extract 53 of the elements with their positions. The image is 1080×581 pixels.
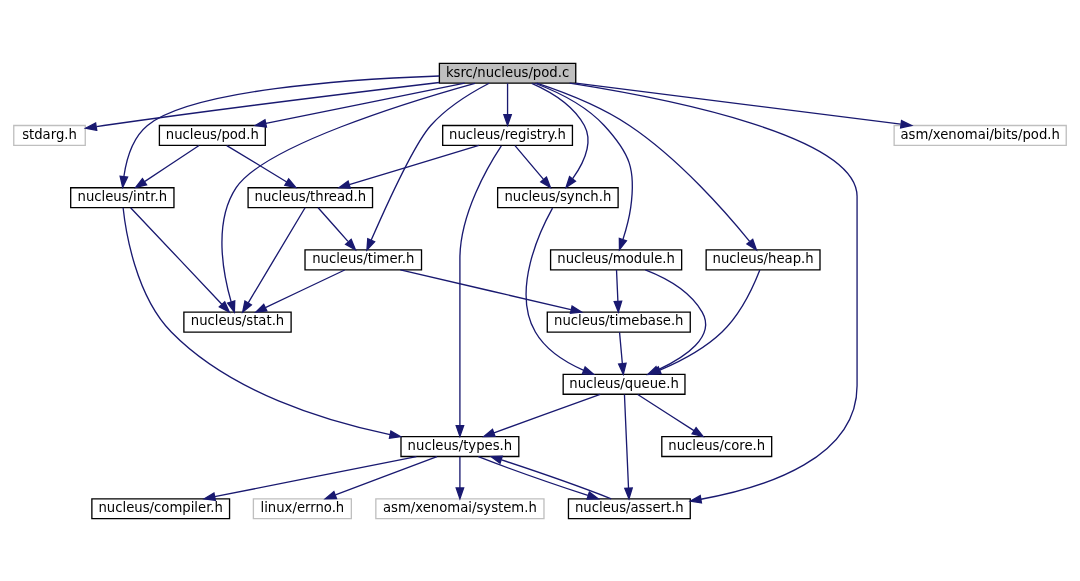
arrow: [534, 82, 634, 252]
node-box: asm/xenomai/system.h: [375, 497, 545, 519]
arrow: [613, 268, 623, 314]
arrow: [575, 82, 914, 129]
node-box: nucleus/timebase.h: [546, 311, 691, 333]
arrow: [366, 82, 490, 252]
node-box: nucleus/module.h: [549, 248, 683, 270]
arrow: [481, 393, 601, 437]
node-box: nucleus/synch.h: [496, 186, 619, 208]
arrow: [536, 82, 758, 251]
arrow: [477, 455, 601, 500]
node-box: linux/errno.h: [252, 497, 352, 519]
arrow: [323, 455, 438, 499]
arrow: [226, 144, 298, 189]
node-box: nucleus/registry.h: [442, 124, 574, 146]
node-box: nucleus/core.h: [661, 435, 773, 457]
arrow: [134, 144, 200, 189]
arrow: [202, 455, 418, 501]
arrow: [637, 393, 705, 437]
node-box: asm/xenomai/bits/pod.h: [893, 124, 1067, 146]
node-box: nucleus/pod.h: [158, 124, 266, 146]
arrow: [399, 268, 584, 314]
arrow: [455, 144, 502, 438]
arrow: [525, 206, 596, 375]
arrow: [253, 82, 466, 128]
arrow: [455, 455, 465, 501]
arrow: [83, 81, 440, 131]
node-box: nucleus/assert.h: [567, 497, 691, 519]
arrow: [502, 82, 513, 127]
node-box: nucleus/thread.h: [247, 186, 374, 208]
arrow: [337, 144, 480, 189]
arrow: [317, 206, 357, 251]
arrow: [489, 455, 612, 499]
arrow: [623, 393, 634, 501]
arrow: [569, 82, 858, 504]
arrow: [122, 206, 403, 439]
node-box: nucleus/stat.h: [183, 311, 292, 333]
node-box: nucleus/queue.h: [562, 373, 686, 395]
arrow: [221, 82, 476, 314]
node-box: nucleus/compiler.h: [91, 497, 231, 519]
node-box: stdarg.h: [13, 124, 86, 146]
arrow: [241, 206, 306, 314]
node-box: nucleus/heap.h: [705, 248, 821, 270]
node-box: nucleus/types.h: [400, 435, 520, 457]
arrow: [531, 82, 589, 189]
node-box: ksrc/nucleus/pod.c: [438, 62, 577, 84]
arrow: [129, 206, 231, 314]
arrow: [119, 74, 441, 189]
arrow: [514, 144, 552, 189]
node-box: nucleus/intr.h: [70, 186, 175, 208]
arrow: [253, 268, 346, 313]
arrow: [617, 331, 627, 376]
node-box: nucleus/timer.h: [304, 248, 423, 270]
